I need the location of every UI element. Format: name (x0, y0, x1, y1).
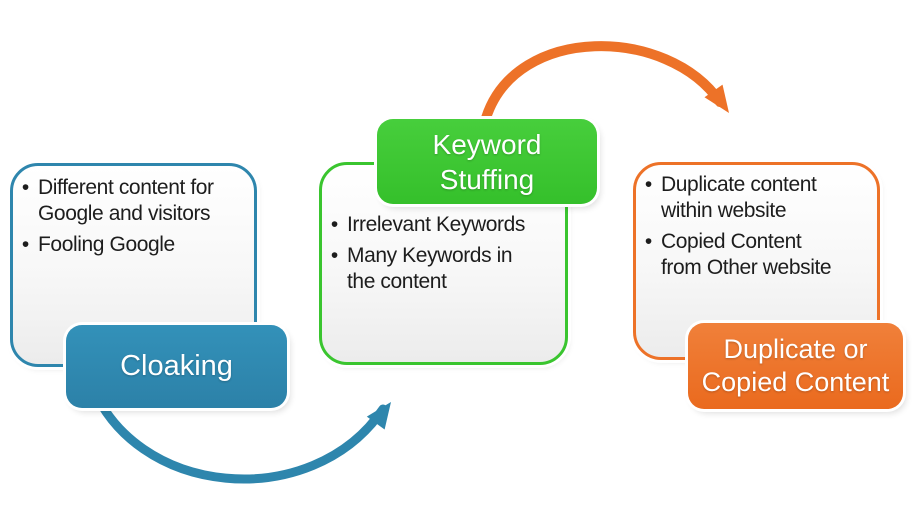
bullet-dot: • (644, 230, 653, 253)
cloaking-bullet-list: • Different content for Google and visit… (13, 166, 254, 258)
bullet-dot: • (330, 213, 339, 236)
arrow-keyword-stuffing-to-duplicate (481, 41, 725, 123)
bullet-dot: • (644, 173, 653, 196)
cloaking-label: Cloaking (66, 325, 287, 408)
duplicate-content-label-text: Duplicate or Copied Content (701, 334, 890, 397)
keyword-stuffing-label-text: Keyword Stuffing (432, 128, 542, 195)
bullet-item: • Many Keywords in the content (328, 243, 561, 295)
cloaking-panel: • Different content for Google and visit… (10, 163, 257, 367)
bullet-item: • Duplicate content within website (642, 172, 873, 224)
arrowhead-keyword-stuffing-to-duplicate (704, 84, 729, 113)
bullet-dot: • (21, 176, 30, 199)
keyword-stuffing-label: Keyword Stuffing (377, 119, 597, 204)
bullet-item: • Fooling Google (19, 232, 250, 258)
bullet-text: Different content for Google and visitor… (38, 176, 214, 225)
bullet-text: Irrelevant Keywords (347, 213, 525, 236)
bullet-item: • Different content for Google and visit… (19, 175, 250, 227)
bullet-item: • Irrelevant Keywords (328, 212, 561, 238)
duplicate-content-label: Duplicate or Copied Content (688, 323, 903, 409)
bullet-text: Duplicate content within website (661, 173, 817, 222)
bullet-text: Copied Content from Other website (661, 230, 832, 279)
keyword-stuffing-bullet-list: • Irrelevant Keywords • Many Keywords in… (322, 165, 565, 295)
arrowhead-cloaking-to-keyword-stuffing (366, 402, 391, 430)
bullet-item: • Copied Content from Other website (642, 229, 873, 281)
duplicate-content-bullet-list: • Duplicate content within website • Cop… (636, 165, 877, 281)
bullet-dot: • (330, 244, 339, 267)
cloaking-label-text: Cloaking (120, 350, 233, 382)
bullet-dot: • (21, 233, 30, 256)
bullet-text: Fooling Google (38, 233, 175, 256)
bullet-text: Many Keywords in the content (347, 244, 513, 293)
arrow-cloaking-to-keyword-stuffing (85, 375, 388, 484)
